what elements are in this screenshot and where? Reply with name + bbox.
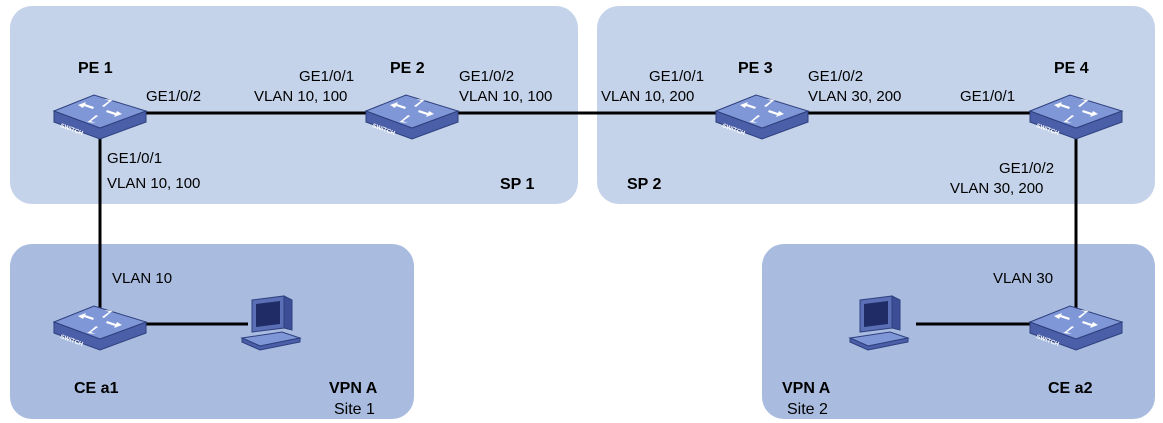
sp1-region	[10, 6, 578, 204]
pe3-ge101-vlan: VLAN 10, 200	[601, 88, 694, 105]
sp1-label: SP 1	[500, 176, 535, 193]
pe2-name: PE 2	[390, 60, 425, 77]
pe2-ge102-vlan: VLAN 10, 100	[459, 88, 552, 105]
pe2-ge101-label: GE1/0/1	[299, 68, 354, 85]
site2-region	[762, 244, 1155, 419]
pe1-ge101-label: GE1/0/1	[107, 150, 162, 167]
pe1-name: PE 1	[78, 60, 113, 77]
pe4-name: PE 4	[1054, 60, 1089, 77]
pe2-ge102-label: GE1/0/2	[459, 68, 514, 85]
pe4-ge101-label: GE1/0/1	[960, 88, 1015, 105]
site2-title: VPN A	[782, 380, 831, 397]
pe3-name: PE 3	[738, 60, 773, 77]
cea2-name: CE a2	[1048, 380, 1093, 397]
sp2-region	[597, 6, 1155, 204]
pe3-ge102-label: GE1/0/2	[808, 68, 863, 85]
links	[98, 111, 1078, 326]
pe1-ge101-vlan: VLAN 10, 100	[107, 175, 200, 192]
pe4-ge102-label: GE1/0/2	[999, 160, 1054, 177]
site1-subtitle: Site 1	[334, 401, 375, 418]
site1-title: VPN A	[329, 380, 378, 397]
sp2-label: SP 2	[627, 176, 662, 193]
pe3-ge102-vlan: VLAN 30, 200	[808, 88, 901, 105]
site1-region	[10, 244, 414, 419]
cea1-name: CE a1	[74, 380, 119, 397]
pe4-ge102-vlan: VLAN 30, 200	[950, 180, 1043, 197]
cea2-vlan-label: VLAN 30	[993, 270, 1053, 287]
pe2-ge101-vlan: VLAN 10, 100	[254, 88, 347, 105]
cea1-vlan-label: VLAN 10	[112, 270, 172, 287]
site2-subtitle: Site 2	[787, 401, 828, 418]
pe3-ge101-label: GE1/0/1	[649, 68, 704, 85]
pe1-ge102-label: GE1/0/2	[146, 88, 201, 105]
